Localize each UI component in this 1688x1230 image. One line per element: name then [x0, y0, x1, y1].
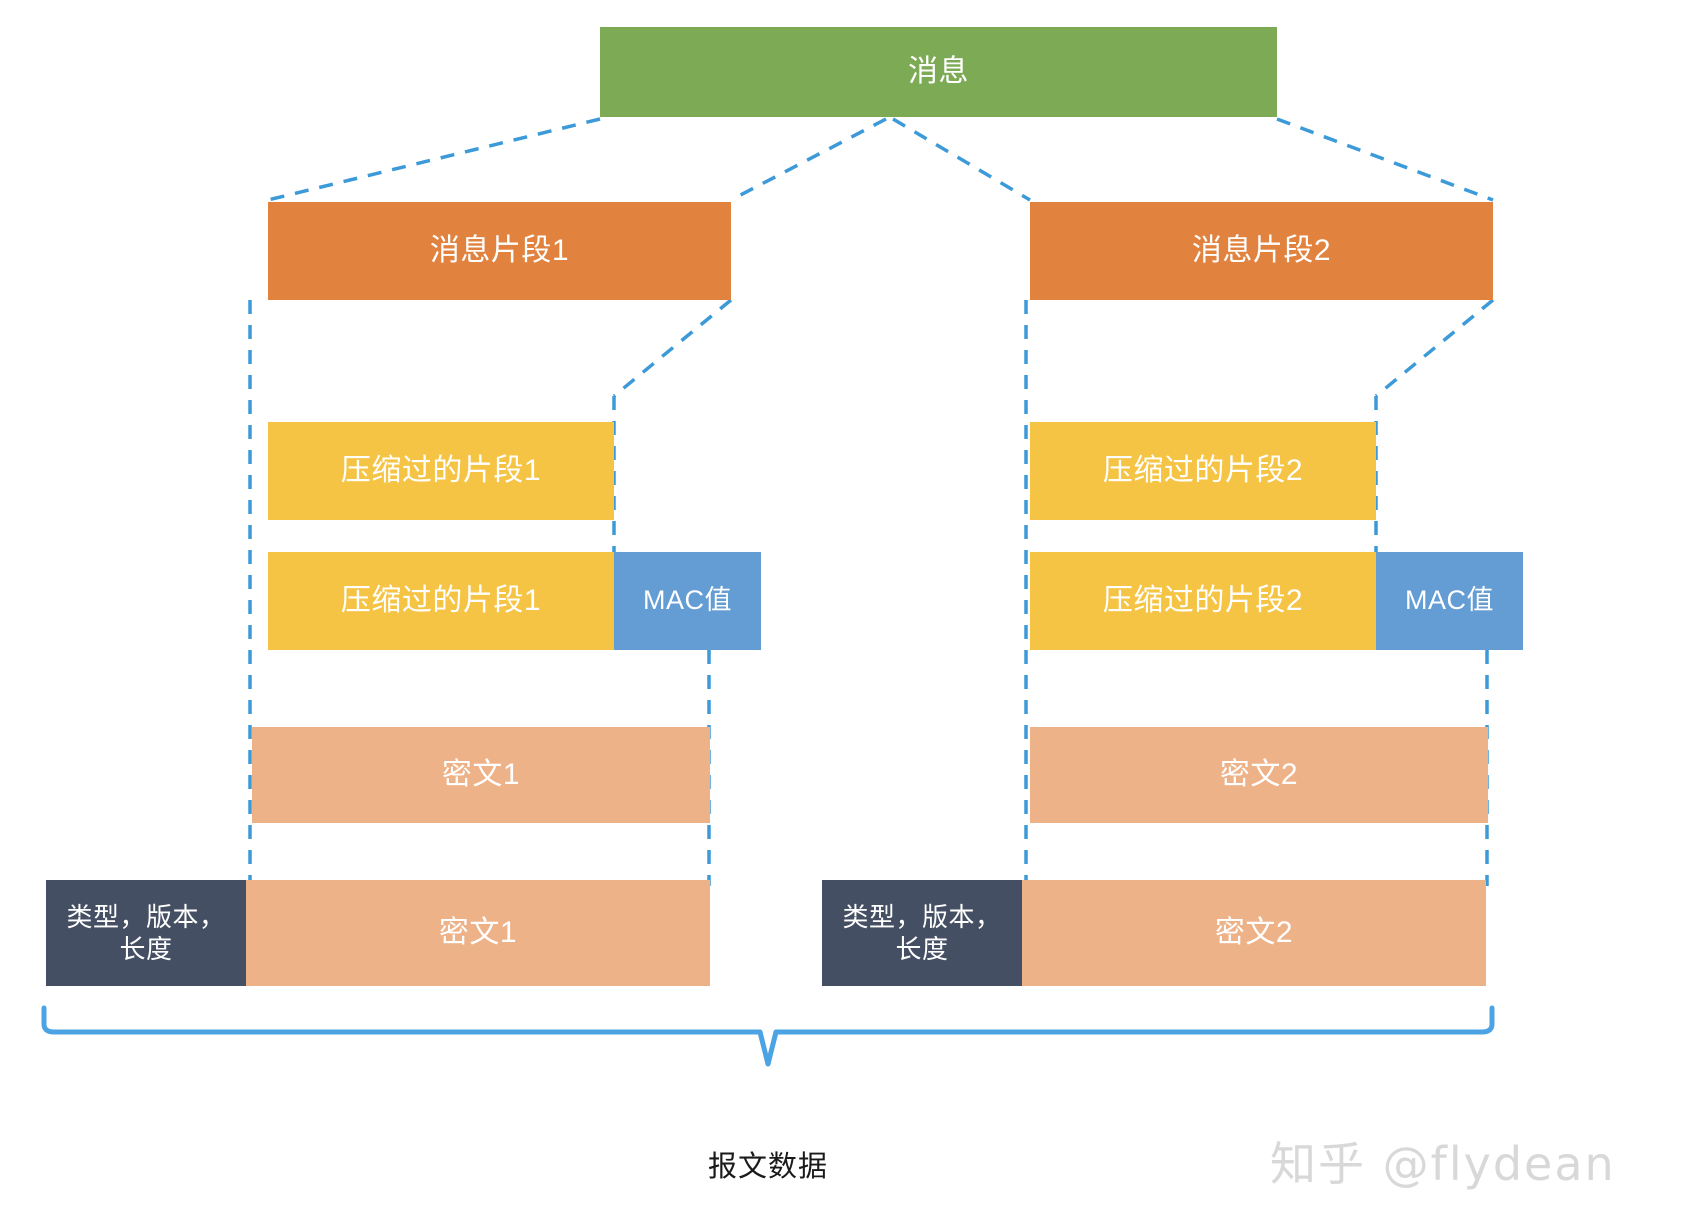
- connector-message-to-fragment1-left: [267, 117, 601, 202]
- box-mac-value-2-label: MAC值: [1405, 585, 1494, 616]
- watermark: 知乎 @flydean: [1270, 1128, 1616, 1194]
- box-ciphertext-2-label: 密文2: [1219, 758, 1299, 792]
- box-record-header-1-label: 类型，版本， 长度: [66, 901, 226, 965]
- box-compressed-fragment-2: 压缩过的片段2: [1030, 422, 1376, 520]
- bracket-label-text: 报文数据: [707, 1151, 828, 1183]
- box-fragment-2: 消息片段2: [1030, 202, 1493, 300]
- bracket-path: [41, 1005, 1495, 1067]
- box-mac-value-2: MAC值: [1376, 552, 1523, 650]
- box-record-header-2-label: 类型，版本， 长度: [842, 901, 1002, 965]
- box-record-ciphertext-2: 密文2: [1022, 880, 1486, 986]
- box-fragment-1-label: 消息片段1: [429, 234, 570, 268]
- box-mac-value-1-label: MAC值: [643, 585, 732, 616]
- connector-message-to-fragment1-right: [730, 117, 887, 202]
- box-record-ciphertext-2-label: 密文2: [1214, 916, 1294, 950]
- box-record-header-1: 类型，版本， 长度: [46, 880, 246, 986]
- box-record-ciphertext-1-label: 密文1: [438, 916, 518, 950]
- box-compressed-fragment-2-label: 压缩过的片段2: [1102, 454, 1304, 488]
- box-compressed-fragment-1-label: 压缩过的片段1: [340, 454, 542, 488]
- box-fragment-1: 消息片段1: [268, 202, 731, 300]
- box-message-label: 消息: [908, 55, 969, 89]
- box-ciphertext-1-label: 密文1: [441, 758, 521, 792]
- box-compressed-fragment-2-maced: 压缩过的片段2: [1030, 552, 1376, 650]
- box-record-header-2: 类型，版本， 长度: [822, 880, 1022, 986]
- box-compressed-fragment-1: 压缩过的片段1: [268, 422, 614, 520]
- connector-message-to-fragment2-left: [892, 117, 1031, 202]
- guide-right-fragment-to-compressed: [1374, 298, 1495, 398]
- box-compressed-fragment-1-maced-label: 压缩过的片段1: [340, 584, 542, 618]
- bracket-label: 报文数据: [608, 1143, 928, 1185]
- watermark-text: 知乎 @flydean: [1270, 1137, 1616, 1191]
- box-ciphertext-2: 密文2: [1030, 727, 1488, 823]
- box-ciphertext-1: 密文1: [252, 727, 710, 823]
- box-fragment-2-label: 消息片段2: [1191, 234, 1332, 268]
- bottom-bracket: [41, 1005, 1495, 1067]
- box-record-ciphertext-1: 密文1: [246, 880, 710, 986]
- connector-message-to-fragment2-right: [1276, 117, 1494, 202]
- box-mac-value-1: MAC值: [614, 552, 761, 650]
- box-message: 消息: [600, 27, 1277, 117]
- box-compressed-fragment-1-maced: 压缩过的片段1: [268, 552, 614, 650]
- box-compressed-fragment-2-maced-label: 压缩过的片段2: [1102, 584, 1304, 618]
- guide-left-fragment-to-compressed: [612, 298, 733, 398]
